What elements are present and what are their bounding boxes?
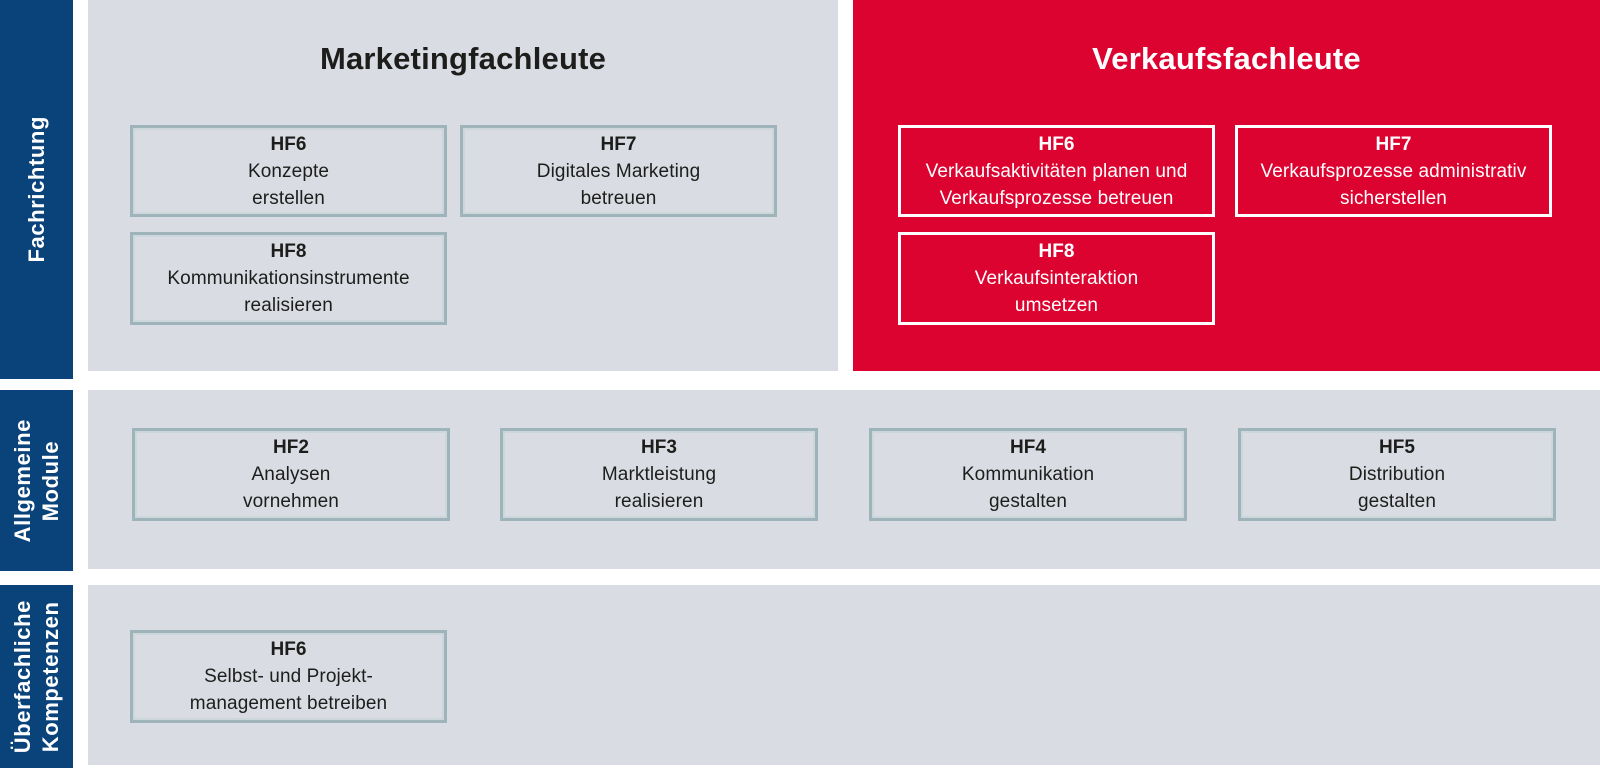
box-verkauf-hf7-text: Verkaufsprozesse administrativ sicherste… xyxy=(1260,160,1527,209)
sidebar-row-fachrichtung: Fachrichtung xyxy=(0,0,73,379)
box-allgemein-hf4: HF4 Kommunikation gestalten xyxy=(869,428,1187,521)
sidebar-row-allgemeine-module: Allgemeine Module xyxy=(0,390,73,571)
box-allgemein-hf5: HF5 Distribution gestalten xyxy=(1238,428,1556,521)
section-allgemeine-module: HF2 Analysen vornehmen HF3 Marktleistung… xyxy=(88,390,1600,569)
box-marketing-hf8-code: HF8 xyxy=(270,241,307,262)
box-allgemein-hf5-text: Distribution gestalten xyxy=(1348,464,1446,512)
box-allgemein-hf3: HF3 Marktleistung realisieren xyxy=(500,428,818,521)
box-verkauf-hf8: HF8 Verkaufsinteraktion umsetzen xyxy=(898,232,1215,325)
box-marketing-hf7-code: HF7 xyxy=(600,133,637,155)
box-verkauf-hf6-text: Verkaufsaktivitäten planen und Verkaufsp… xyxy=(925,160,1188,209)
box-marketing-hf6: HF6 Konzepte erstellen xyxy=(130,125,447,217)
box-allgemein-hf4-text: Kommunikation gestalten xyxy=(961,464,1095,512)
section-verkaufsfachleute: Verkaufsfachleute HF6 Verkaufsaktivitäte… xyxy=(853,0,1600,371)
box-ueberfachlich-hf6-text: Selbst- und Projekt- management betreibe… xyxy=(189,666,388,714)
sidebar-label-fachrichtung: Fachrichtung xyxy=(23,116,49,263)
box-marketing-hf8: HF8 Kommunikationsinstrumente realisiere… xyxy=(130,232,447,325)
sidebar-label-ueberfachliche-kompetenzen: Überfachliche Kompetenzen xyxy=(9,599,63,754)
verkaufsfachleute-title: Verkaufsfachleute xyxy=(1092,41,1361,76)
box-marketing-hf6-text: Konzepte erstellen xyxy=(247,160,330,209)
box-verkauf-hf7: HF7 Verkaufsprozesse administrativ siche… xyxy=(1235,125,1552,217)
box-ueberfachlich-hf6: HF6 Selbst- und Projekt- management betr… xyxy=(130,630,447,723)
box-allgemein-hf3-code: HF3 xyxy=(641,437,677,458)
box-ueberfachlich-hf6-code: HF6 xyxy=(270,639,307,660)
marketingfachleute-title: Marketingfachleute xyxy=(319,41,607,76)
box-marketing-hf7-text: Digitales Marketing betreuen xyxy=(536,160,701,209)
box-verkauf-hf8-code: HF8 xyxy=(1038,241,1075,262)
box-allgemein-hf2: HF2 Analysen vornehmen xyxy=(132,428,450,521)
box-verkauf-hf6: HF6 Verkaufsaktivitäten planen und Verka… xyxy=(898,125,1215,217)
box-allgemein-hf2-code: HF2 xyxy=(273,437,309,458)
box-allgemein-hf4-code: HF4 xyxy=(1010,437,1046,458)
section-marketingfachleute: Marketingfachleute HF6 Konzepte erstelle… xyxy=(88,0,838,371)
box-marketing-hf6-code: HF6 xyxy=(270,133,307,155)
box-marketing-hf8-text: Kommunikationsinstrumente realisieren xyxy=(167,268,410,316)
section-ueberfachliche-kompetenzen: HF6 Selbst- und Projekt- management betr… xyxy=(88,585,1600,765)
box-allgemein-hf3-text: Marktleistung realisieren xyxy=(601,464,717,512)
box-verkauf-hf7-code: HF7 xyxy=(1375,133,1412,155)
sidebar-row-ueberfachliche-kompetenzen: Überfachliche Kompetenzen xyxy=(0,585,73,768)
box-marketing-hf7: HF7 Digitales Marketing betreuen xyxy=(460,125,777,217)
sidebar-label-allgemeine-module: Allgemeine Module xyxy=(9,418,63,543)
box-verkauf-hf8-text: Verkaufsinteraktion umsetzen xyxy=(974,268,1139,316)
box-allgemein-hf5-code: HF5 xyxy=(1379,437,1415,458)
box-verkauf-hf6-code: HF6 xyxy=(1038,133,1075,155)
box-allgemein-hf2-text: Analysen vornehmen xyxy=(243,464,339,512)
